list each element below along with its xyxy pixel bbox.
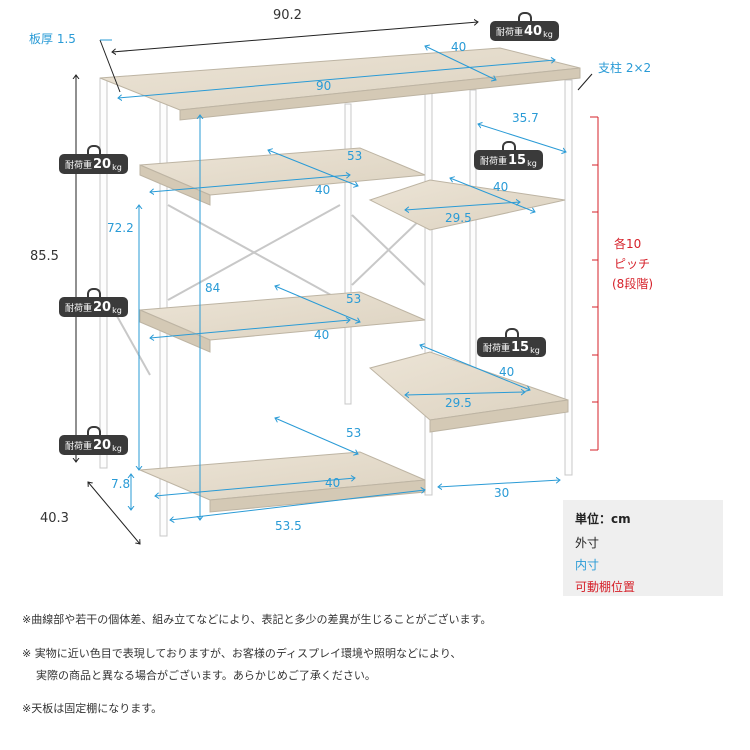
pitch-label-1: 各10 bbox=[614, 237, 642, 251]
movable-pitch-bracket bbox=[590, 116, 599, 451]
footnote-3: 実際の商品と異なる場合がございます。あらかじめご了承ください。 bbox=[36, 669, 376, 682]
shelf2-depth-label: 40 bbox=[314, 328, 330, 342]
right-post-gap-label: 35.7 bbox=[512, 111, 539, 125]
bottom-width-label: 53.5 bbox=[275, 519, 302, 533]
rshelf1-width-label: 29.5 bbox=[445, 211, 472, 225]
post-front-left bbox=[99, 77, 108, 469]
center-height-label: 84 bbox=[205, 281, 221, 295]
post-back-center bbox=[344, 103, 352, 405]
shelf2-width-label: 53 bbox=[346, 292, 362, 306]
shelf3-depth-label: 40 bbox=[325, 476, 341, 490]
shelf1-width-label: 53 bbox=[347, 149, 363, 163]
shelf3-width-label: 53 bbox=[346, 426, 362, 440]
footnote-1: ※曲線部や若干の個体差、組み立てなどにより、表記と多少の差異が生じることがござい… bbox=[22, 613, 492, 626]
footnote-2: ※ 実物に近い色目で表現しておりますが、お客様のディスプレイ環境や照明などにより… bbox=[22, 647, 462, 660]
board-thickness-label: 板厚 1.5 bbox=[29, 32, 76, 46]
pitch-label-3: (8段階) bbox=[612, 277, 653, 291]
post-center bbox=[424, 89, 433, 496]
bottom-clearance-label: 7.8 bbox=[111, 477, 131, 491]
inner-dimension-lines bbox=[100, 39, 566, 520]
right-bottom-width-label: 30 bbox=[494, 486, 510, 500]
legend-inner: 内寸 bbox=[575, 558, 600, 572]
legend-outer: 外寸 bbox=[575, 536, 600, 550]
pitch-label-2: ピッチ bbox=[614, 257, 651, 271]
legend-title: 単位：cm bbox=[575, 512, 631, 526]
rshelf1-depth-label: 40 bbox=[493, 180, 509, 194]
legend-box: 単位：cm 外寸 内寸 可動棚位置 bbox=[563, 500, 723, 596]
post-size-label: 支柱 2×2 bbox=[598, 61, 652, 75]
outer-width-label: 90.2 bbox=[273, 8, 302, 23]
rshelf2-depth-label: 40 bbox=[499, 365, 515, 379]
left-height-label: 72.2 bbox=[107, 221, 134, 235]
outer-dimension-lines bbox=[76, 22, 593, 544]
cross-braces bbox=[107, 204, 426, 376]
legend-movable: 可動棚位置 bbox=[575, 580, 636, 594]
top-width-label: 90 bbox=[316, 79, 332, 93]
shelf1-depth-label: 40 bbox=[315, 183, 331, 197]
outer-height-label: 85.5 bbox=[30, 249, 59, 264]
post-right-front bbox=[564, 79, 573, 476]
top-depth-label: 40 bbox=[451, 40, 467, 54]
post-back-right bbox=[469, 89, 477, 371]
footnote-4: ※天板は固定棚になります。 bbox=[22, 702, 163, 715]
rshelf2-width-label: 29.5 bbox=[445, 396, 472, 410]
outer-depth-label: 40.3 bbox=[40, 511, 69, 526]
